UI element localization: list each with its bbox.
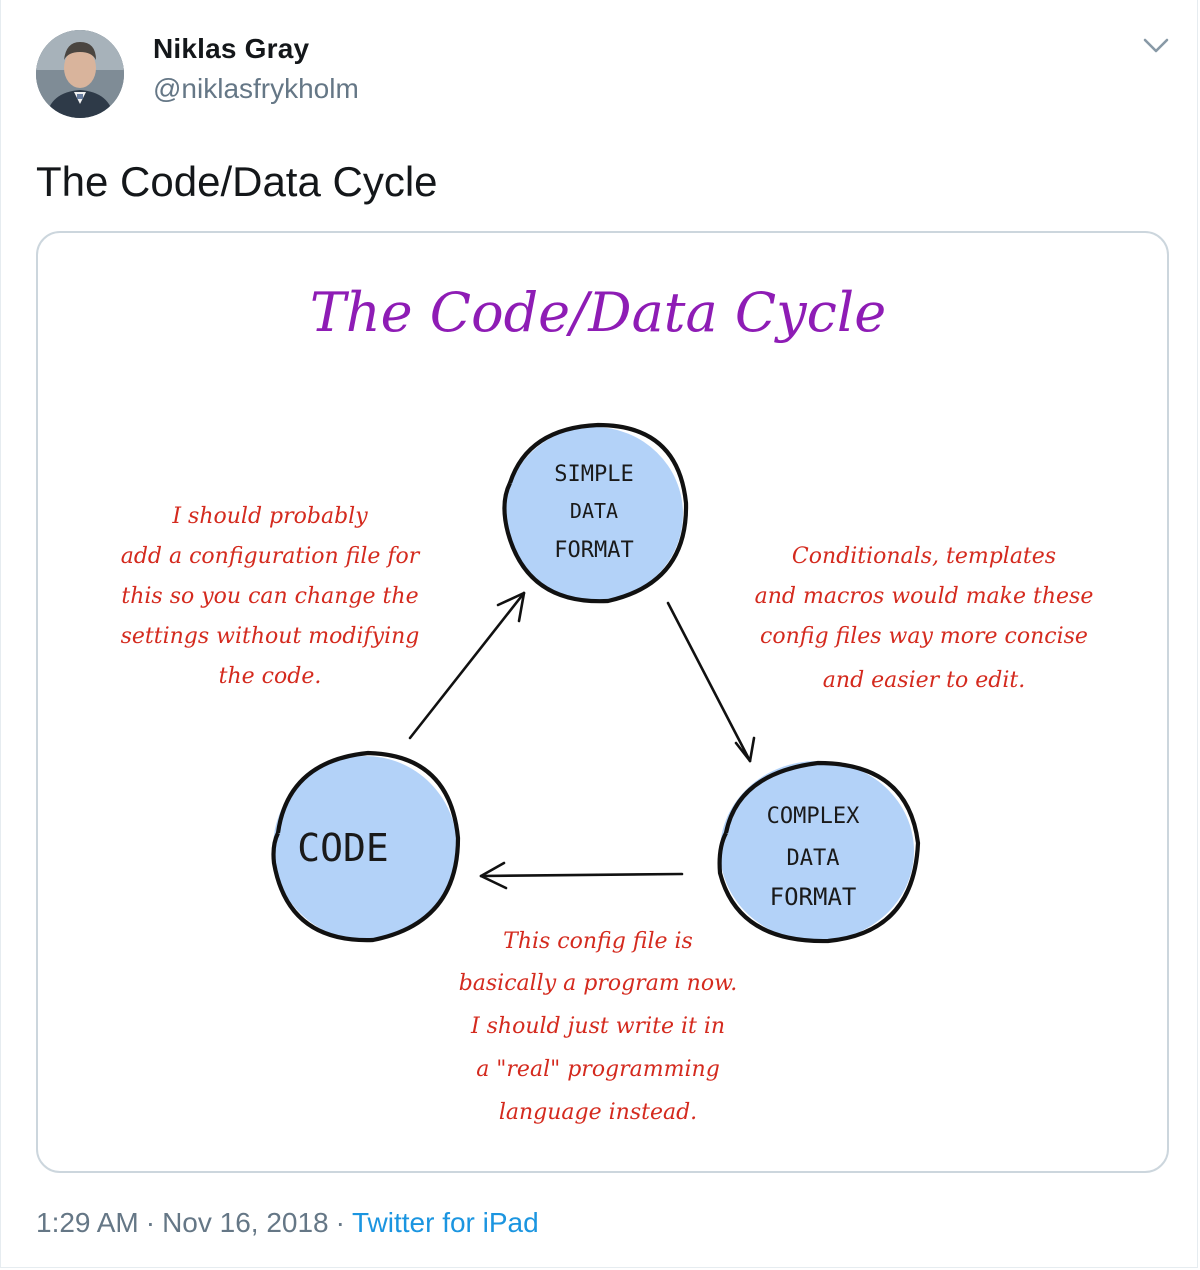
node-simple-line-2: DATA — [570, 499, 618, 523]
tweet-date[interactable]: Nov 16, 2018 — [162, 1207, 329, 1238]
node-simple-data-format: SIMPLE DATA FORMAT — [502, 422, 689, 604]
note-bottom: This config file is basically a program … — [459, 929, 738, 1125]
node-code-label: CODE — [297, 826, 389, 870]
avatar[interactable] — [36, 30, 124, 118]
note-left: I should probably add a configuration fi… — [121, 504, 421, 689]
note-bottom-line-5: language instead. — [499, 1100, 697, 1125]
node-complex-line-3: FORMAT — [770, 883, 857, 911]
arrow-code-to-simple-head — [496, 591, 526, 623]
cycle-arrows — [408, 591, 756, 890]
chevron-down-icon[interactable] — [1141, 34, 1171, 58]
footer-separator: · — [145, 1207, 156, 1238]
tweet-footer: 1:29 AM·Nov 16, 2018·Twitter for iPad — [36, 1207, 539, 1239]
tweet-time[interactable]: 1:29 AM — [36, 1207, 139, 1238]
note-left-line-5: the code. — [219, 664, 322, 689]
arrow-simple-to-complex — [666, 601, 752, 763]
note-left-line-2: add a configuration file for — [121, 544, 421, 569]
note-bottom-line-4: a "real" programming — [476, 1057, 720, 1082]
sketch-title: The Code/Data Cycle — [310, 281, 886, 344]
note-right-line-3: config files way more concise — [760, 624, 1088, 649]
arrow-code-to-simple — [408, 591, 526, 740]
arrow-complex-to-code-head — [479, 861, 508, 890]
tweet-source-link[interactable]: Twitter for iPad — [351, 1207, 539, 1238]
note-right: Conditionals, templates and macros would… — [755, 544, 1094, 693]
note-left-line-1: I should probably — [171, 504, 368, 529]
tweet-image[interactable]: The Code/Data Cycle SIMPLE DATA FORMAT — [36, 231, 1169, 1173]
footer-separator-2: · — [335, 1207, 345, 1238]
note-bottom-line-3: I should just write it in — [470, 1014, 725, 1039]
note-bottom-line-2: basically a program now. — [459, 971, 738, 996]
tweet-text: The Code/Data Cycle — [36, 158, 438, 205]
arrow-simple-to-complex-head — [734, 736, 756, 763]
node-complex-line-2: DATA — [787, 846, 840, 871]
profile-photo-icon — [36, 30, 124, 118]
node-simple-line-1: SIMPLE — [554, 462, 633, 487]
author-name[interactable]: Niklas Gray — [153, 33, 310, 64]
arrow-complex-to-code — [479, 872, 684, 878]
code-data-cycle-sketch: The Code/Data Cycle SIMPLE DATA FORMAT — [121, 281, 1094, 1125]
note-left-line-4: settings without modifying — [121, 624, 420, 649]
note-right-line-2: and macros would make these — [755, 584, 1094, 609]
node-simple-line-3: FORMAT — [554, 538, 633, 563]
node-code: CODE — [271, 750, 461, 943]
note-right-line-4: and easier to edit. — [823, 668, 1025, 693]
note-left-line-3: this so you can change the — [121, 584, 418, 609]
node-complex-line-1: COMPLEX — [767, 804, 860, 829]
node-complex-data-format: COMPLEX DATA FORMAT — [717, 760, 921, 944]
note-bottom-line-1: This config file is — [503, 929, 693, 954]
author-handle[interactable]: @niklasfrykholm — [153, 73, 359, 104]
note-right-line-1: Conditionals, templates — [792, 544, 1056, 569]
